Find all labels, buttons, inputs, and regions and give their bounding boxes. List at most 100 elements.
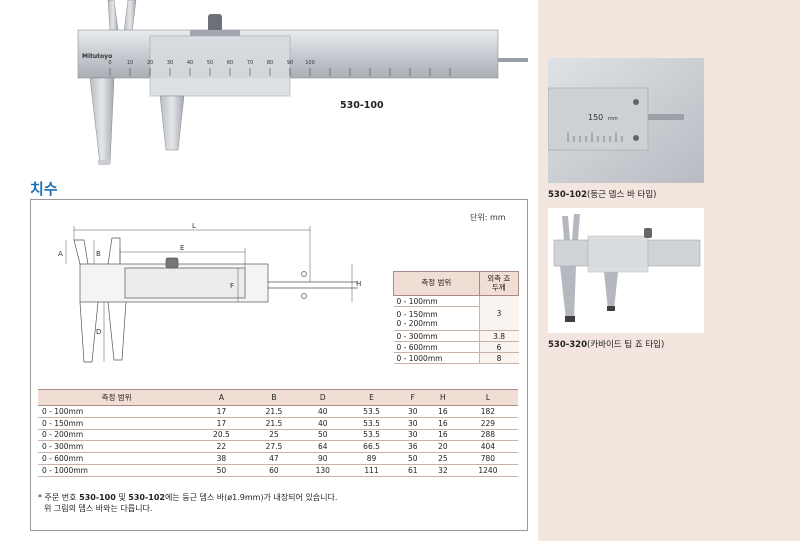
scale-number: 60 [227,60,233,66]
table-header: B [247,389,301,406]
table-row: 0 - 1000mm 50 60 130 111 61 32 1240 [38,464,518,477]
table-cell: 25 [247,429,301,442]
table-cell: 64 [300,440,346,454]
table-cell: 16 [427,405,458,418]
scale-number: 20 [147,60,153,66]
table-cell: 50 [195,464,248,477]
scale-number: 40 [187,60,193,66]
scale-number: 10 [127,60,133,66]
dim-label-B: B [96,250,101,258]
scale-number: 80 [267,60,273,66]
table-cell: 53.5 [345,405,398,418]
table-header: A [195,389,248,406]
table-cell: 0 - 300mm [38,440,196,454]
table-row: 0 - 150mm 17 21.5 40 53.5 30 16 229 [38,417,518,430]
main-model-label: 530-100 [340,100,384,111]
scale-number: 30 [167,60,173,66]
table-cell: 30 [397,405,428,418]
table-cell: 0 - 150mm 0 - 200mm [393,306,480,331]
table-cell: 21.5 [247,417,301,430]
scale-number: 70 [247,60,253,66]
photo-530-102: 150 mm [548,58,704,183]
table-header: 측정 범위 [38,389,196,406]
scale-number: 90 [287,60,293,66]
dim-label-D: D [96,328,101,336]
scale-unit-mm: mm [608,116,618,122]
table-cell: 8 [479,352,519,364]
table-cell: 130 [300,464,346,477]
table-cell: 288 [457,429,518,442]
table-cell: 36 [397,440,428,454]
table-cell: 0 - 1000mm [38,464,196,477]
table-cell: 30 [397,417,428,430]
table-cell: 0 - 100mm [393,295,480,307]
dim-label-F: F [230,282,234,290]
table-cell: 53.5 [345,417,398,430]
table-cell: 27.5 [247,440,301,454]
table-cell: 38 [195,452,248,465]
table-row: 0 - 100mm 3 [393,295,519,331]
table-cell: 16 [427,417,458,430]
footnote-line-2: 위 그림의 뎁스 바와는 다릅니다. [44,504,153,513]
table-row: 0 - 300mm 3.8 [393,330,519,342]
table-cell: 0 - 600mm [38,452,196,465]
table-cell: 61 [397,464,428,477]
dim-label-E: E [180,244,184,252]
section-title: 치수 [30,180,58,198]
table-header: F [397,389,428,406]
table-cell: 17 [195,417,248,430]
table-cell: 1240 [457,464,518,477]
table-header: 측정 범위 [393,271,480,296]
table-cell: 0 - 200mm [38,429,196,442]
photo-530-320 [548,208,704,333]
caption-desc: (둥근 뎁스 바 타입) [587,190,657,200]
table-cell: 53.5 [345,429,398,442]
table-cell: 89 [345,452,398,465]
table-cell: 404 [457,440,518,454]
table-row: 0 - 200mm 20.5 25 50 53.5 30 16 288 [38,429,518,442]
scale-number: 0 [108,60,111,66]
table-cell: 90 [300,452,346,465]
caption-desc: (카바이드 팁 죠 타입) [587,340,665,350]
footnote-suffix: 에는 둥근 뎁스 바(ø1.9mm)가 내장되어 있습니다. [164,493,338,502]
table-header: D [300,389,346,406]
table-header: 외측 죠 두께 [478,271,520,296]
table-cell: 0 - 150mm [38,417,196,430]
table-cell: 6 [479,341,519,353]
brand-logo-text: Mitutoyo [82,53,112,60]
scale-number: 100 [305,60,315,66]
caption-530-320: 530-320(카바이드 팁 죠 타입) [548,338,664,350]
dimension-table: 측정 범위 A B D E F H L 0 - 100mm 17 21.5 40… [38,389,518,477]
dim-label-H: H [356,280,361,288]
footnote-model-2: 530-102 [128,493,165,502]
table-cell: 0 - 300mm [393,330,480,342]
table-row: 0 - 150mm 0 - 200mm [393,306,519,331]
table-cell: 17 [195,405,248,418]
scale-text-150: 150 [588,113,603,122]
table-row: 0 - 100mm 17 21.5 40 53.5 30 16 182 [38,405,518,418]
table-row: 0 - 600mm 6 [393,341,519,353]
caption-530-102: 530-102(둥근 뎁스 바 타입) [548,188,657,200]
table-cell: 50 [397,452,428,465]
table-cell: 25 [427,452,458,465]
table-cell: 229 [457,417,518,430]
table-cell: 30 [397,429,428,442]
footnote-prefix: * 주문 번호 [38,493,80,502]
table-cell: 47 [247,452,301,465]
caption-model: 530-320 [548,340,588,350]
table-cell: 20 [427,440,458,454]
scale-number: 50 [207,60,213,66]
table-cell: 3 [479,295,519,331]
table-row: 0 - 300mm 22 27.5 64 66.5 36 20 404 [38,440,518,454]
caliper-dimension-diagram: L E A B F H D [58,222,361,363]
table-cell: 20.5 [195,429,248,442]
table-cell: 182 [457,405,518,418]
table-row: 0 - 1000mm 8 [393,352,519,364]
table-cell: 32 [427,464,458,477]
table-cell: 0 - 600mm [393,341,480,353]
table-row: 0 - 600mm 38 47 90 89 50 25 780 [38,452,518,465]
table-cell: 3.8 [479,330,519,342]
table-header: L [457,389,518,406]
table-cell: 21.5 [247,405,301,418]
jaw-thickness-table: 측정 범위 외측 죠 두께 0 - 100mm 3 0 - 150mm 0 - … [393,271,520,364]
